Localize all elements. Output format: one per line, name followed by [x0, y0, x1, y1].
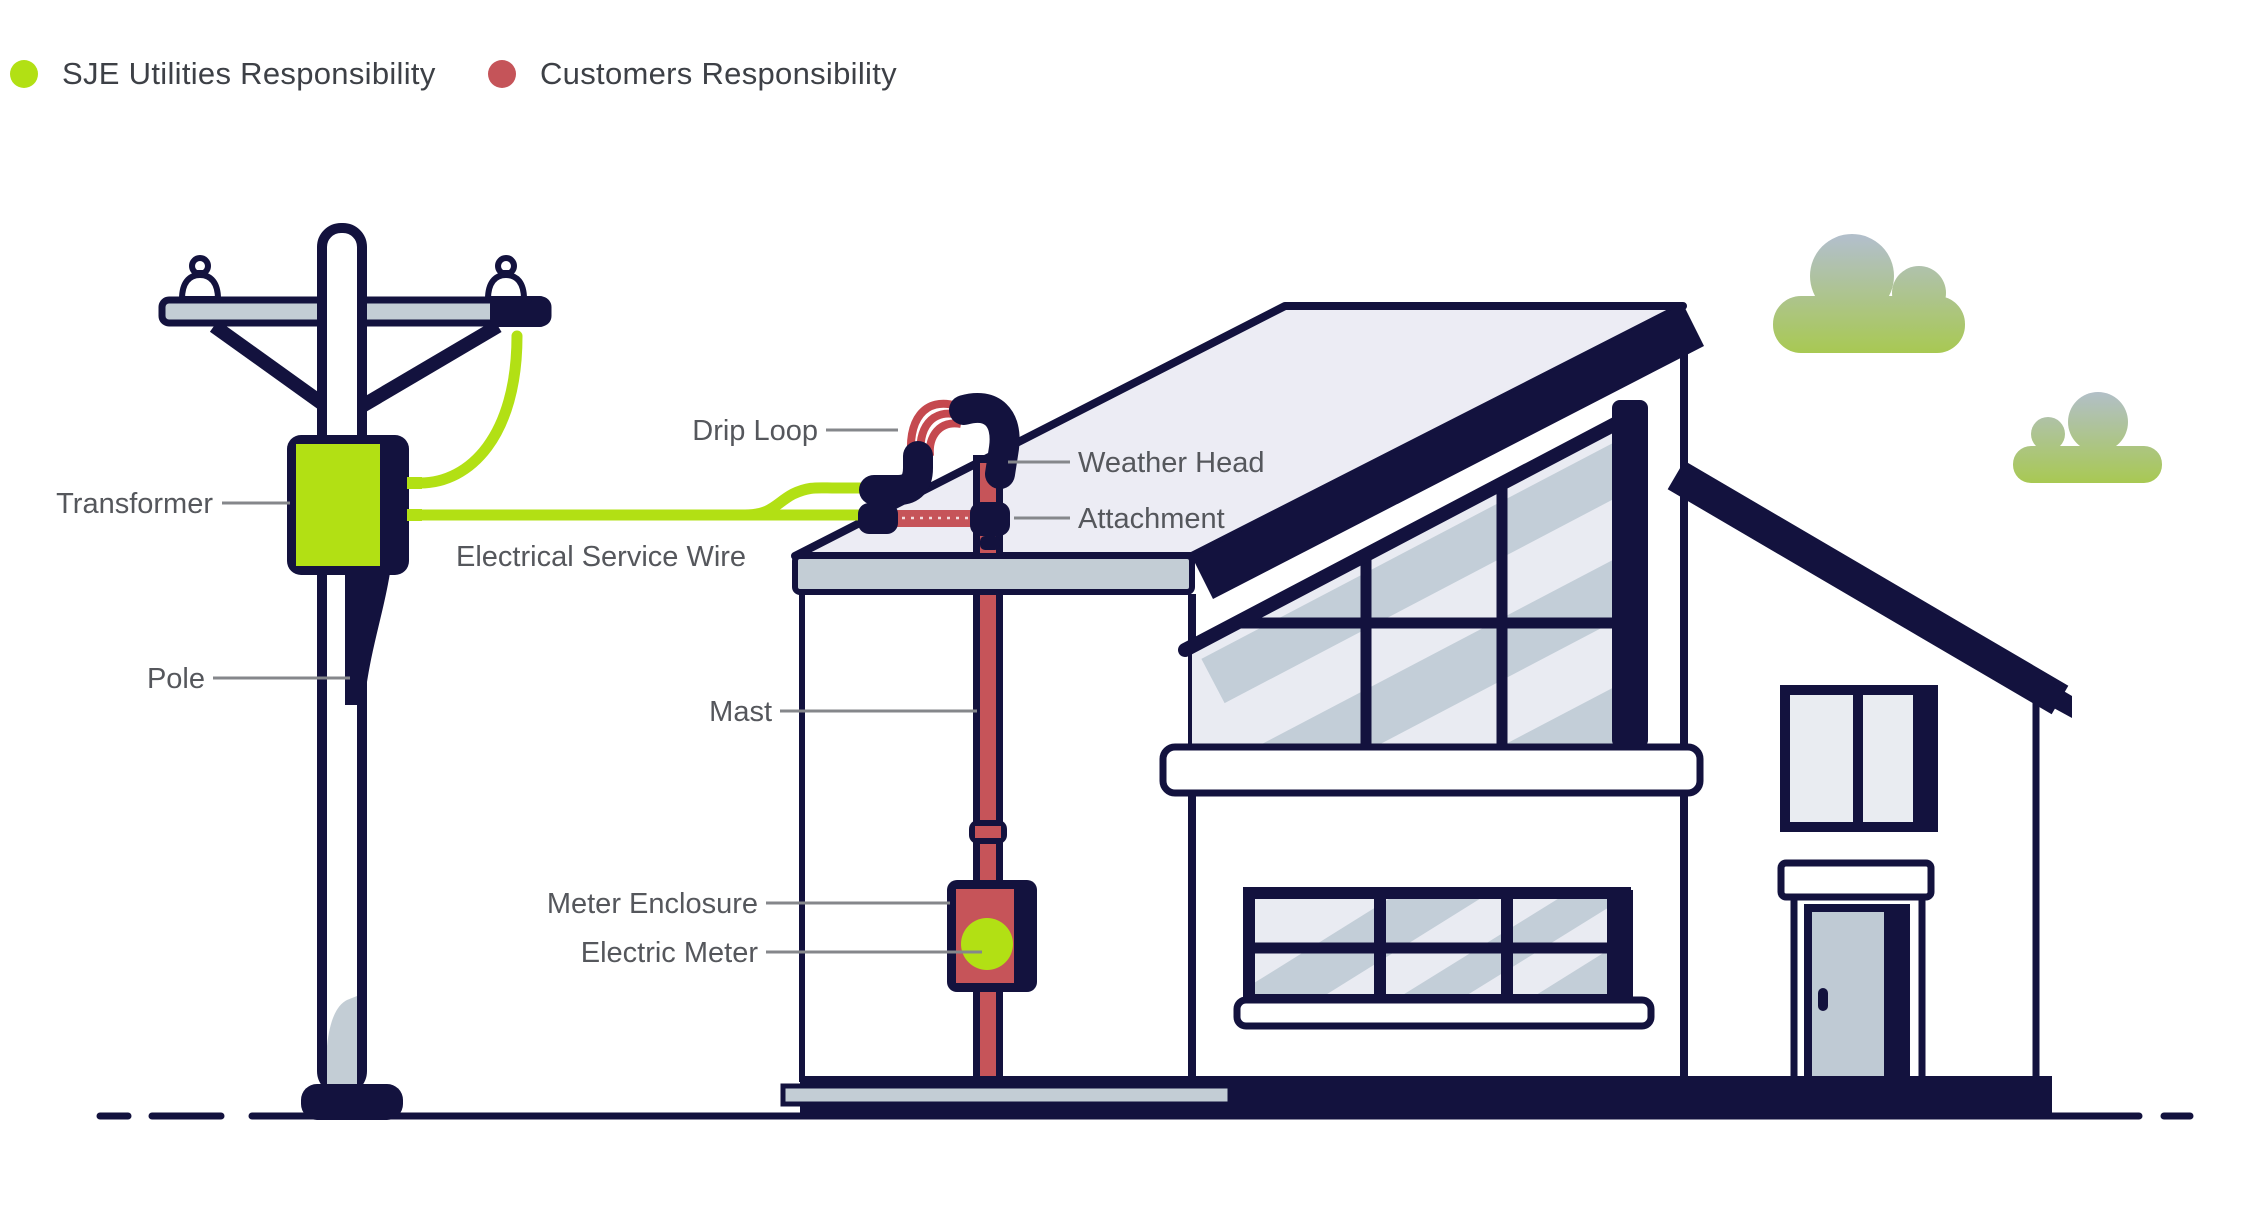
- small-window: [1780, 685, 1938, 832]
- weather-head-label: Weather Head: [1078, 447, 1264, 479]
- primary-drop-wire: [414, 330, 523, 489]
- insulator-icon: [174, 255, 226, 304]
- meter-enclosure-label: Meter Enclosure: [547, 888, 758, 920]
- pole-shading: [327, 996, 357, 1086]
- pole-shadow-wedge: [345, 573, 390, 705]
- attachment-label: Attachment: [1078, 503, 1225, 535]
- utility-green-dot-icon: [10, 60, 38, 88]
- right-roofline-end-cap: [2050, 683, 2072, 718]
- floor-belt-band: [1159, 743, 1704, 797]
- insulator-icon: [480, 255, 532, 304]
- customer-red-dot-icon: [488, 60, 516, 88]
- legend-utility-label: SJE Utilities Responsibility: [62, 56, 436, 91]
- mast-coupling-band: [975, 826, 1001, 838]
- service-wire-rise: [739, 482, 878, 521]
- conduit-elbow: [859, 441, 933, 505]
- crossarm-brace-left: [209, 320, 339, 418]
- electrical-service-wire-label: Electrical Service Wire: [456, 541, 746, 573]
- legend-item-customer: Customers Responsibility: [488, 56, 897, 92]
- roof-fascia: [792, 553, 1195, 595]
- pole-label: Pole: [147, 663, 205, 695]
- door-header: [1777, 859, 1935, 901]
- meter-enclosure-box: [947, 880, 1037, 992]
- triangle-window-slant-frame: [1178, 406, 1643, 657]
- pole-base-mound: [301, 1084, 403, 1120]
- attachment-clamp-left: [858, 503, 898, 534]
- lower-window: [1233, 887, 1655, 1030]
- attachment-clamp-tab: [980, 536, 1000, 550]
- electric-meter-label: Electric Meter: [581, 937, 759, 969]
- electric-meter-dial: [961, 918, 1013, 970]
- leader-lines: [213, 428, 1070, 954]
- weather-head-assembly: [858, 393, 1020, 550]
- service-wire: [414, 330, 878, 521]
- transformer-label: Transformer: [56, 488, 213, 520]
- door: [1777, 859, 1935, 1091]
- lower-window-right-shadow: [1607, 890, 1633, 1000]
- porch-deck: [780, 1083, 1233, 1107]
- roof-rake-band: [1192, 304, 1704, 599]
- mast-label: Mast: [709, 696, 772, 728]
- legend-item-utility: SJE Utilities Responsibility: [10, 56, 436, 92]
- lower-window-sill: [1233, 996, 1655, 1030]
- drip-loop-label: Drip Loop: [692, 415, 818, 447]
- attachment-clamp-right: [970, 502, 1010, 536]
- weather-head-pipe: [949, 393, 1020, 489]
- cloud-icon: [1773, 234, 1965, 353]
- transformer-box: [287, 435, 422, 575]
- cloud-small-icon: [2013, 392, 2162, 483]
- door-panel-right-shadow: [1884, 908, 1906, 1087]
- right-roofline: [1667, 460, 2069, 715]
- legend-customer-label: Customers Responsibility: [540, 56, 897, 91]
- crossarm-brace-right: [348, 319, 502, 419]
- triangle-window: [1178, 400, 1648, 748]
- triangle-window-right-frame: [1612, 400, 1648, 748]
- door-handle-icon: [1818, 988, 1828, 1011]
- legend: SJE Utilities Responsibility Customers R…: [0, 56, 2250, 100]
- utility-pole: [158, 223, 552, 1120]
- crossarm-end-cap: [490, 296, 548, 327]
